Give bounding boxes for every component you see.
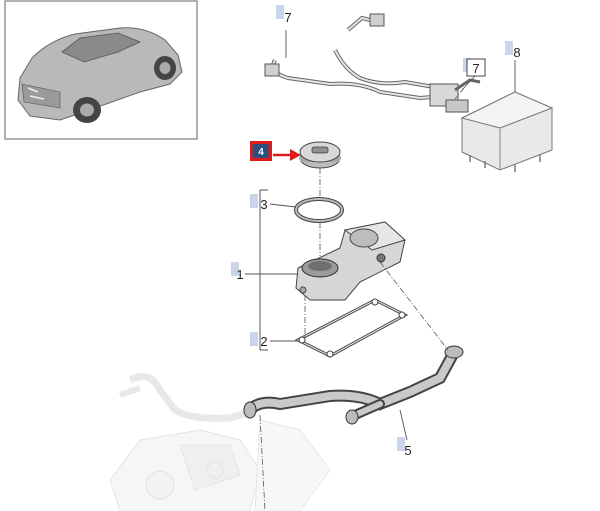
vehicle-thumbnail	[4, 0, 198, 140]
leader-lines	[245, 30, 516, 441]
callout-4[interactable]: 4	[258, 147, 264, 158]
callout-1[interactable]: 1	[236, 267, 243, 282]
sealing-ring-part	[294, 197, 344, 223]
callout-7-box	[466, 58, 486, 77]
assembly-bracket	[259, 189, 268, 351]
vehicle-thumbnail-icon	[17, 27, 183, 123]
vent-hose-part	[243, 345, 464, 425]
callout-7[interactable]: 7	[472, 61, 479, 76]
callout-arrow-icon	[273, 149, 301, 161]
oil-filler-cap-part	[299, 141, 341, 169]
callout-2[interactable]: 2	[260, 334, 267, 349]
callout-8[interactable]: 8	[513, 45, 520, 60]
callout-5[interactable]: 5	[404, 443, 411, 458]
callout-6[interactable]: 7	[284, 10, 291, 25]
background-engine	[109, 373, 331, 511]
highlight-callout-4[interactable]	[250, 141, 272, 161]
gasket-part	[294, 298, 409, 358]
vent-housing-part	[295, 221, 406, 301]
control-unit-part	[460, 91, 554, 172]
callout-3[interactable]: 3	[260, 197, 267, 212]
wiring-harness-part	[264, 13, 481, 113]
